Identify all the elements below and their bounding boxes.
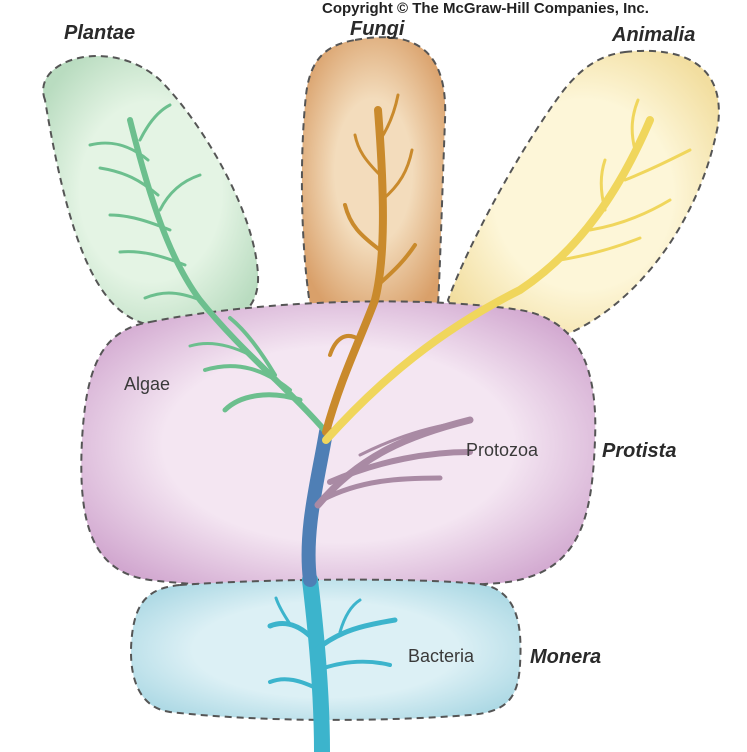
kingdom-label-animalia: Animalia — [612, 24, 695, 47]
copyright-notice: Copyright © The McGraw-Hill Companies, I… — [322, 0, 649, 17]
kingdom-label-plantae: Plantae — [64, 22, 135, 45]
kingdom-label-protista: Protista — [602, 440, 676, 463]
kingdom-label-fungi: Fungi — [350, 18, 404, 41]
group-label-protozoa: Protozoa — [466, 440, 538, 461]
kingdom-label-monera: Monera — [530, 646, 601, 669]
group-label-bacteria: Bacteria — [408, 646, 474, 667]
fungi-region — [302, 37, 445, 305]
animalia-region — [448, 51, 719, 339]
group-label-algae: Algae — [124, 374, 170, 395]
